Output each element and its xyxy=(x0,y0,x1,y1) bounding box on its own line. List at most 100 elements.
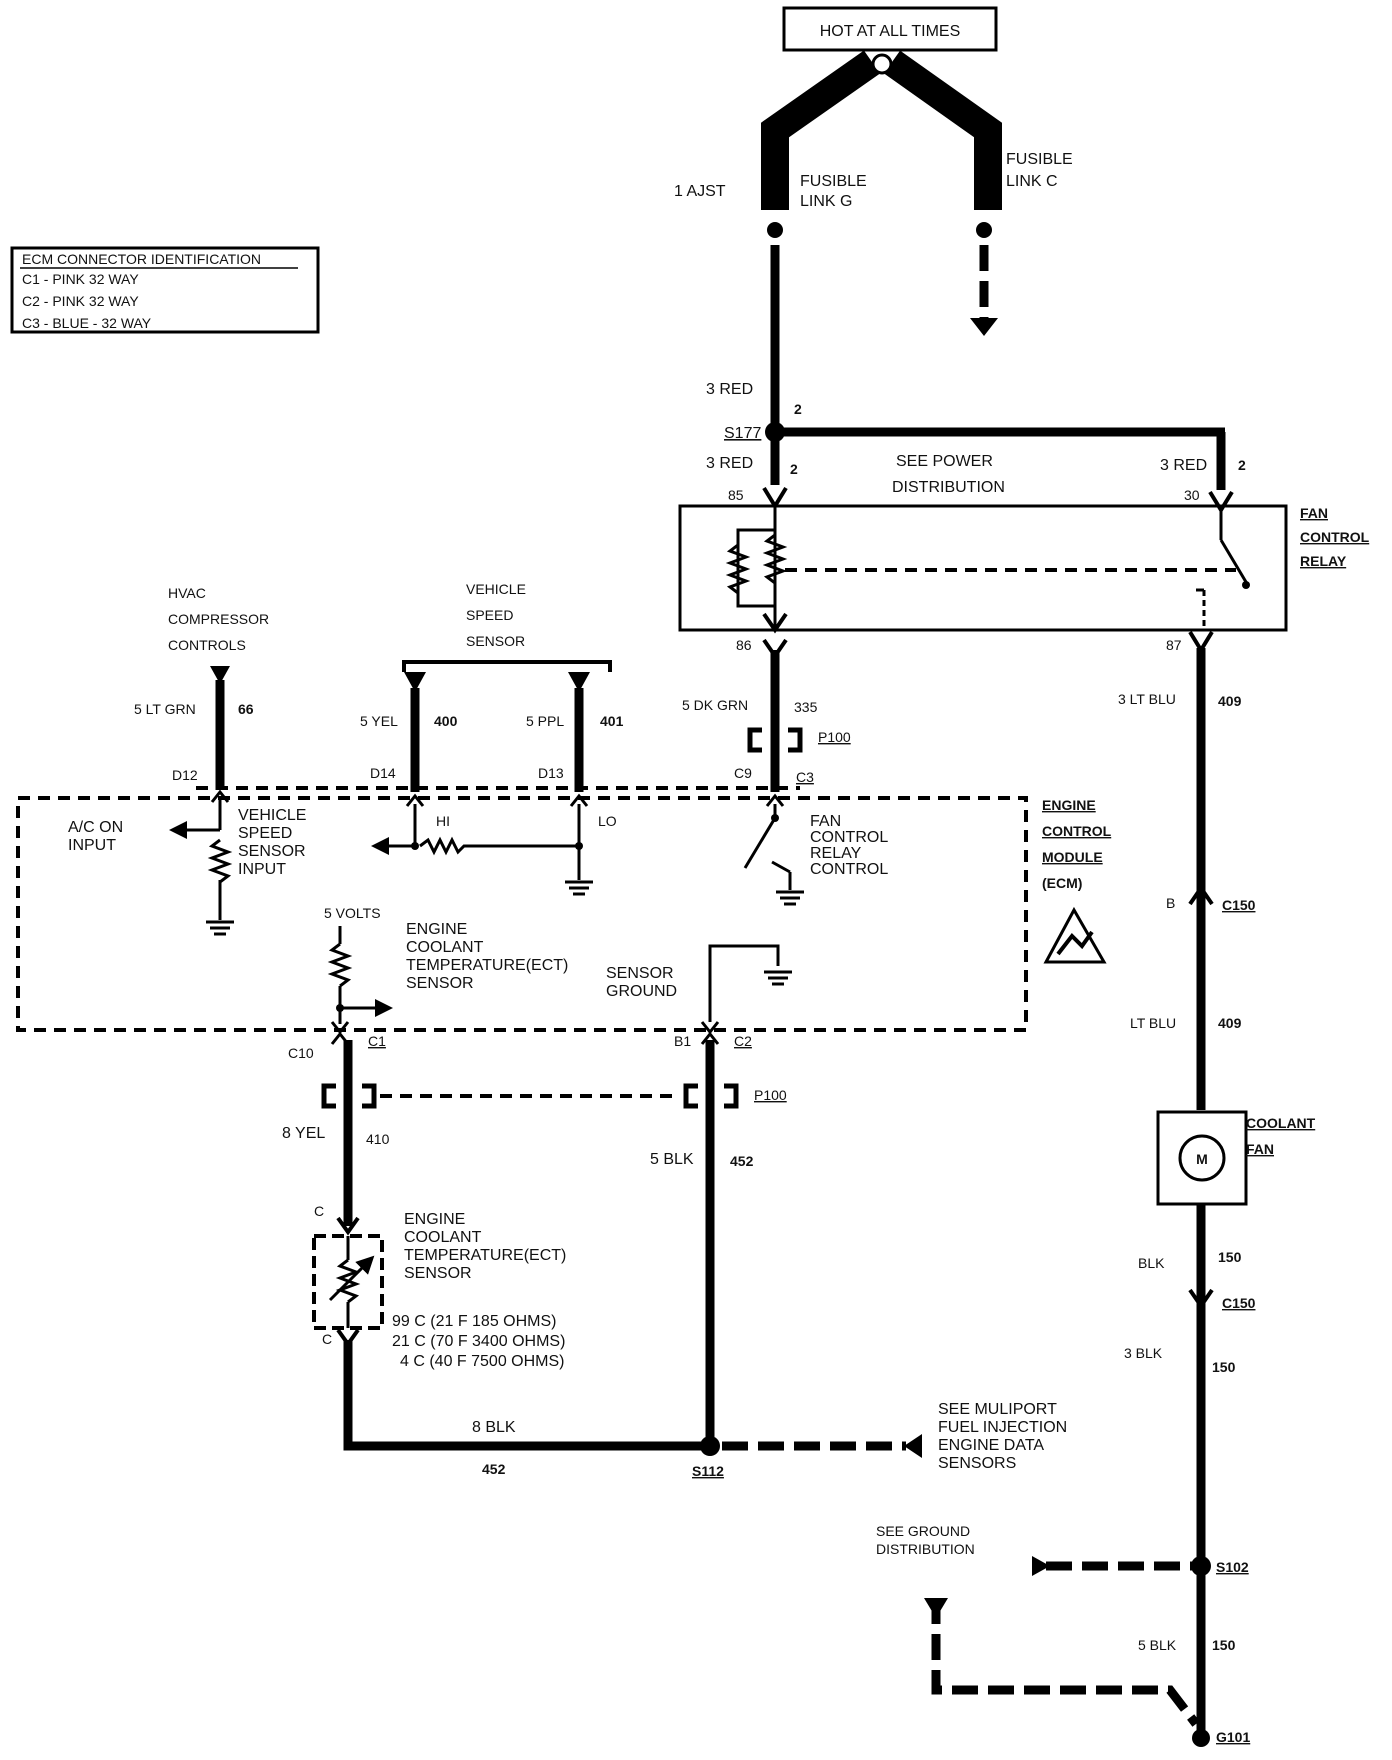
pin86-label: 86 xyxy=(736,637,752,653)
ecm-ect-line4: SENSOR xyxy=(406,975,474,992)
sensor-ground-line2: GROUND xyxy=(606,983,677,1000)
fusible-c-line2: LINK C xyxy=(1006,173,1058,190)
c150-bottom-connector xyxy=(1188,1288,1214,1310)
see-ground-line2: DISTRIBUTION xyxy=(876,1541,975,1557)
connector-pin85 xyxy=(762,486,788,510)
hot-at-all-times-box xyxy=(782,6,998,52)
ecm-label-1: ENGINE xyxy=(1042,797,1096,813)
vss-label-3: SENSOR xyxy=(466,633,525,649)
fusible-g-line2: LINK G xyxy=(800,193,852,210)
ecm-relay-control-switch xyxy=(743,793,804,906)
c-bot-label: C xyxy=(322,1331,332,1347)
ecm-ect-line3: TEMPERATURE(ECT) xyxy=(406,957,568,974)
ecm-table-header: ECM CONNECTOR IDENTIFICATION xyxy=(22,251,261,267)
w1-color: 3 RED xyxy=(706,381,753,398)
vss-w2-color: 5 PPL xyxy=(526,713,564,729)
vss-w1-color: 5 YEL xyxy=(360,713,398,729)
ecm-table-row-1: C1 - PINK 32 WAY xyxy=(22,271,139,287)
p100-lower-label: P100 xyxy=(754,1087,787,1103)
temp-row-2: 21 C (70 F 3400 OHMS) xyxy=(392,1333,565,1350)
bottom-wire-color: 8 BLK xyxy=(472,1419,516,1436)
wire-blk-452-bottom xyxy=(343,1340,712,1451)
hi-label: HI xyxy=(436,813,450,829)
ecm-ect-line1: ENGINE xyxy=(406,921,467,938)
right-w2-circuit: 409 xyxy=(1218,1015,1242,1031)
w3-circuit: 2 xyxy=(1238,457,1246,473)
p100-top-label: P100 xyxy=(818,729,851,745)
motor-icon xyxy=(1178,1134,1226,1182)
lo-label: LO xyxy=(598,813,617,829)
see-mfi-line2: FUEL INJECTION xyxy=(938,1419,1067,1436)
hvac-wire-color: 5 LT GRN xyxy=(134,701,196,717)
vss-bracket xyxy=(402,660,612,672)
fan-ctrl-line3: RELAY xyxy=(810,845,862,862)
gnd-wire-circuit: 452 xyxy=(730,1153,754,1169)
vss-input-line4: INPUT xyxy=(238,861,286,878)
ajst-label: 1 AJST xyxy=(674,183,726,200)
fan-label-2: FAN xyxy=(1246,1141,1274,1157)
fan-control-relay xyxy=(678,504,1288,632)
relay-label-3: RELAY xyxy=(1300,553,1347,569)
pin-b1: B1 xyxy=(674,1033,691,1049)
pin30-label: 30 xyxy=(1184,487,1200,503)
hvac-connector-icon xyxy=(210,666,230,684)
right-w5-circuit: 150 xyxy=(1212,1637,1236,1653)
relay-switch-icon xyxy=(1219,539,1248,583)
bottom-wire-circuit: 452 xyxy=(482,1461,506,1477)
ect-sensor-line1: ENGINE xyxy=(404,1211,465,1228)
ect-wire-circuit: 410 xyxy=(366,1131,390,1147)
motor-label: M xyxy=(1196,1151,1208,1167)
ac-on-line1: A/C ON xyxy=(68,819,123,836)
right-w5-color: 5 BLK xyxy=(1138,1637,1177,1653)
vss-input-line3: SENSOR xyxy=(238,843,306,860)
gnd-wire-color: 5 BLK xyxy=(650,1151,694,1168)
p100-connector-top xyxy=(747,727,762,753)
ecm-ect-line2: COOLANT xyxy=(406,939,484,956)
vss-label-1: VEHICLE xyxy=(466,581,526,597)
ecm-ect-circuit xyxy=(327,926,792,1024)
ground-branch xyxy=(931,1598,1200,1727)
ecm-table-row-2: C2 - PINK 32 WAY xyxy=(22,293,139,309)
ecm-connector-table xyxy=(10,246,320,334)
fan-ctrl-line4: CONTROL xyxy=(810,861,888,878)
hvac-label-2: COMPRESSOR xyxy=(168,611,269,627)
pin-b-label: B xyxy=(1166,895,1175,911)
p100-connector-lower xyxy=(321,1083,739,1109)
splice-s102 xyxy=(1191,1556,1211,1576)
right-w2-color: LT BLU xyxy=(1130,1015,1176,1031)
temp-row-1: 99 C (21 F 185 OHMS) xyxy=(392,1313,557,1330)
ecm-label-2: CONTROL xyxy=(1042,823,1112,839)
fan-ctrl-line2: CONTROL xyxy=(810,829,888,846)
ect-sensor-line4: SENSOR xyxy=(404,1265,472,1282)
vss-input-line1: VEHICLE xyxy=(238,807,306,824)
ect-sensor-line3: TEMPERATURE(ECT) xyxy=(404,1247,566,1264)
pin87-label: 87 xyxy=(1166,637,1182,653)
w2-circuit: 2 xyxy=(790,461,798,477)
conn-c2: C2 xyxy=(734,1033,752,1049)
c150-top-connector xyxy=(1188,884,1214,906)
see-power-line1: SEE POWER xyxy=(896,453,993,470)
c-top-label: C xyxy=(314,1203,324,1219)
esd-warning-icon xyxy=(1043,906,1107,964)
w3-color: 3 RED xyxy=(1160,457,1207,474)
s112-label: S112 xyxy=(692,1463,724,1479)
fusible-g-line1: FUSIBLE xyxy=(800,173,867,190)
ecm-inputs xyxy=(169,789,593,936)
temp-row-3: 4 C (40 F 7500 OHMS) xyxy=(400,1353,565,1370)
fan-label-1: COOLANT xyxy=(1246,1115,1316,1131)
g101-label: G101 xyxy=(1216,1729,1250,1745)
vss-w1-circuit: 400 xyxy=(434,713,458,729)
pin-c10: C10 xyxy=(288,1045,314,1061)
relay-label-1: FAN xyxy=(1300,505,1328,521)
c150-bottom-label: C150 xyxy=(1222,1295,1256,1311)
ect-wire-color: 8 YEL xyxy=(282,1125,325,1142)
see-ground-line1: SEE GROUND xyxy=(876,1523,970,1539)
ecm-table-row-3: C3 - BLUE - 32 WAY xyxy=(22,315,152,331)
relay-ctrl-conn: C3 xyxy=(796,769,814,785)
ecm-label-3: MODULE xyxy=(1042,849,1103,865)
hvac-circuit: 66 xyxy=(238,701,254,717)
splice-s112 xyxy=(700,1436,720,1456)
ect-sensor-line2: COOLANT xyxy=(404,1229,482,1246)
vss-w2-circuit: 401 xyxy=(600,713,624,729)
five-volts-label: 5 VOLTS xyxy=(324,905,381,921)
